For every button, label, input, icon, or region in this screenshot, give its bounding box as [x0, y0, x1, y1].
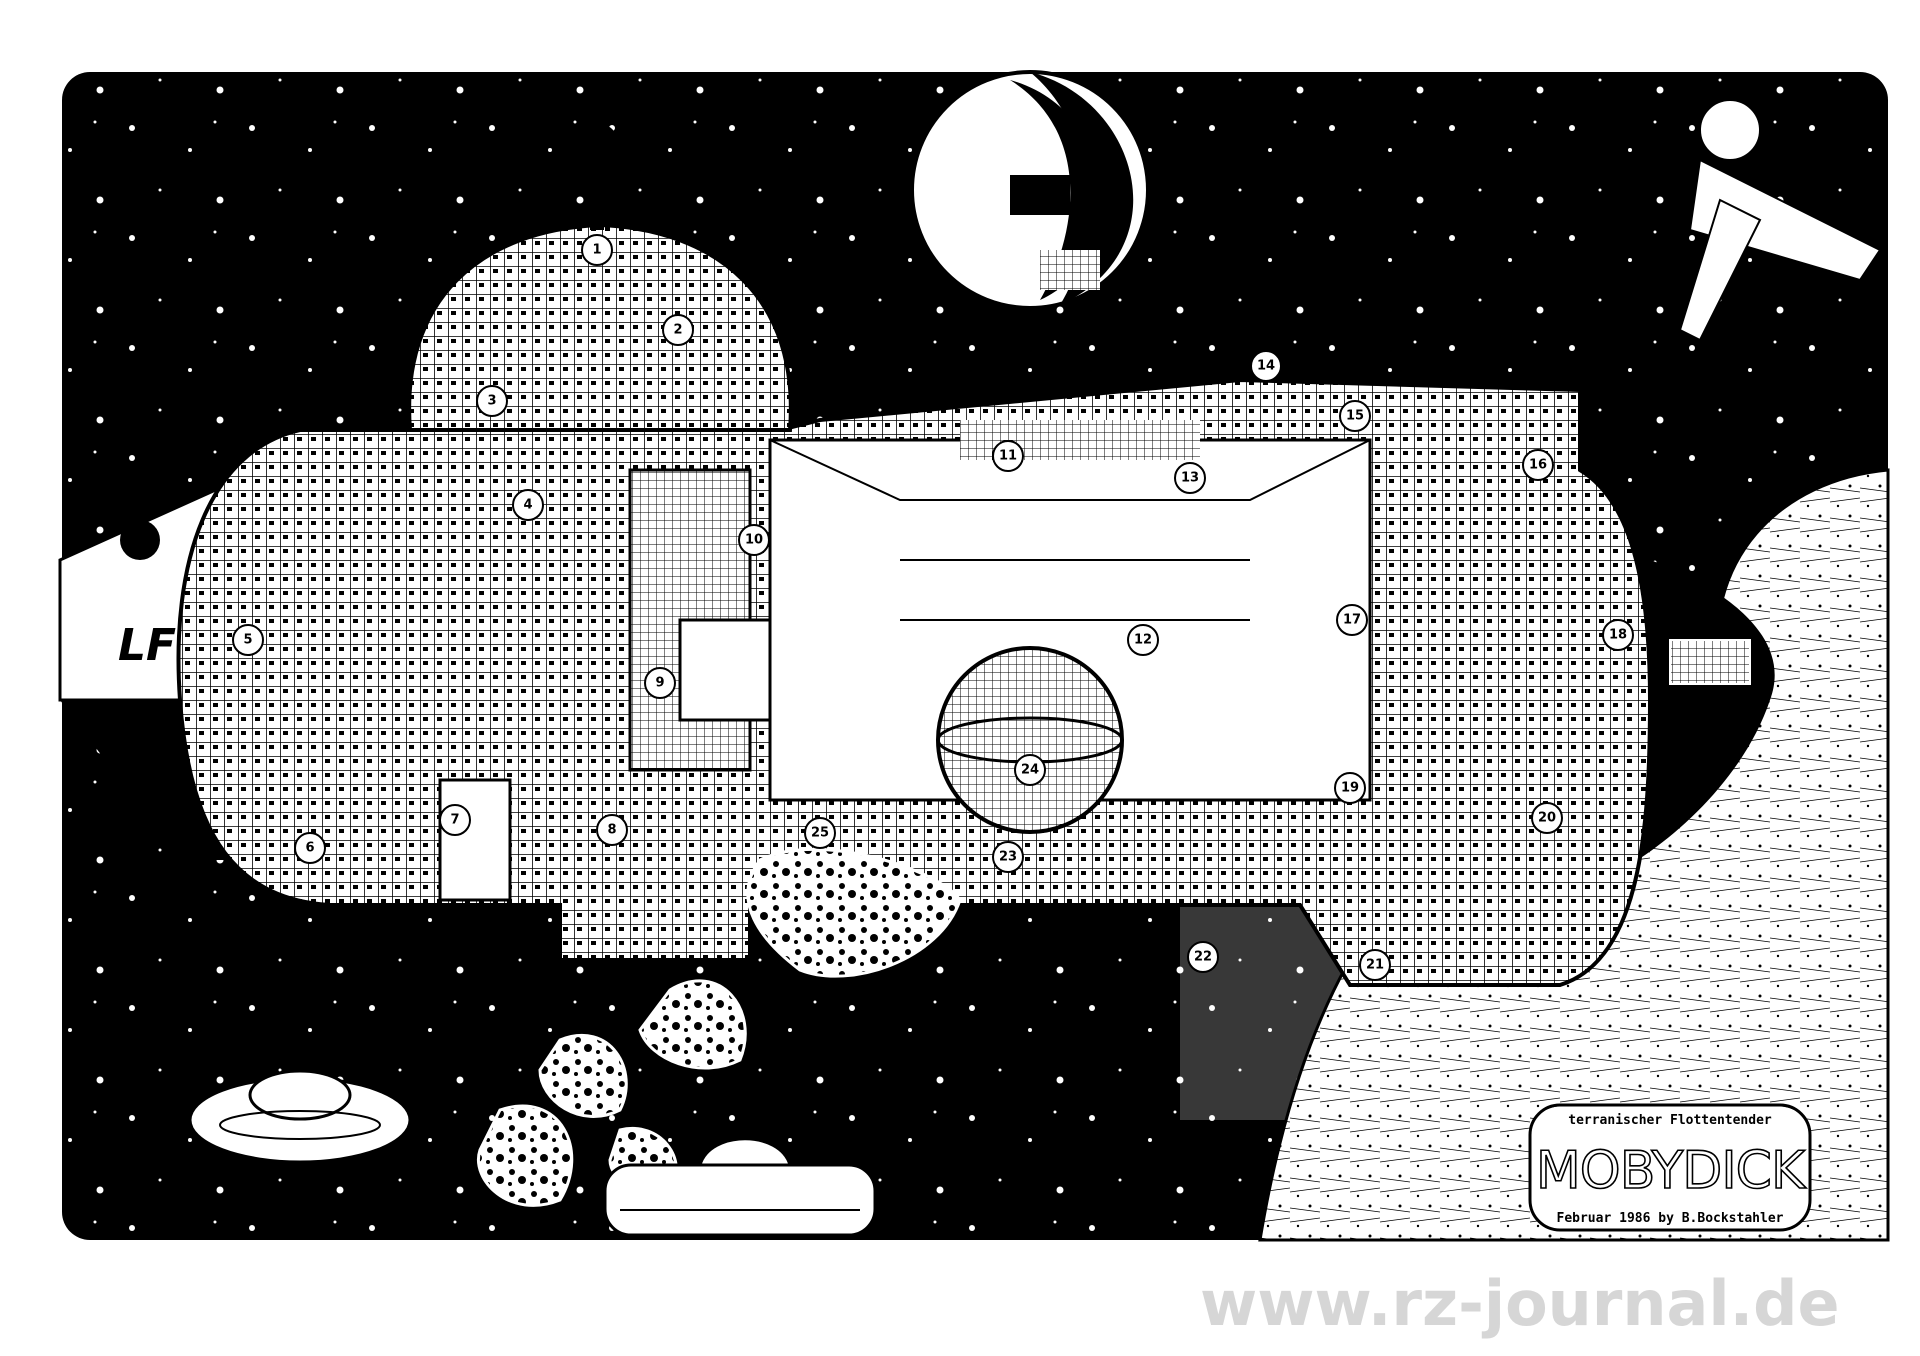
marker-number: 20 — [1538, 811, 1556, 826]
marker-number: 24 — [1021, 763, 1039, 778]
marker-number: 12 — [1134, 633, 1152, 648]
marker-6: 6 — [294, 832, 326, 864]
marker-16: 16 — [1522, 449, 1554, 481]
title-panel: terranischer Flottentender MOBYDICK Febr… — [1528, 1103, 1812, 1232]
marker-number: 16 — [1529, 458, 1547, 473]
marker-13: 13 — [1174, 462, 1206, 494]
asteroids — [477, 847, 962, 1207]
marker-11: 11 — [992, 440, 1024, 472]
marker-10: 10 — [738, 524, 770, 556]
lander-sphere — [936, 646, 1124, 834]
marker-24: 24 — [1014, 754, 1046, 786]
marker-number: 22 — [1194, 950, 1212, 965]
marker-number: 4 — [523, 498, 532, 513]
marker-circle — [1014, 754, 1046, 786]
marker-number: 10 — [745, 533, 763, 548]
marker-circle — [644, 667, 676, 699]
marker-circle — [1359, 949, 1391, 981]
marker-number: 23 — [999, 850, 1017, 865]
marker-circle — [1250, 350, 1282, 382]
marker-number: 13 — [1181, 471, 1199, 486]
marker-3: 3 — [476, 385, 508, 417]
marker-25: 25 — [804, 817, 836, 849]
marker-circle — [1522, 449, 1554, 481]
marker-7: 7 — [439, 804, 471, 836]
marker-20: 20 — [1531, 802, 1563, 834]
marker-circle — [476, 385, 508, 417]
marker-9: 9 — [644, 667, 676, 699]
marker-number: 14 — [1257, 359, 1275, 374]
marker-number: 5 — [243, 633, 252, 648]
marker-23: 23 — [992, 841, 1024, 873]
marker-number: 8 — [607, 823, 616, 838]
marker-number: 21 — [1366, 958, 1384, 973]
marker-number: 18 — [1609, 628, 1627, 643]
marker-15: 15 — [1339, 400, 1371, 432]
marker-4: 4 — [512, 489, 544, 521]
marker-number: 11 — [999, 449, 1017, 464]
shuttle-craft — [603, 1137, 877, 1237]
marker-19: 19 — [1334, 772, 1366, 804]
marker-22: 22 — [1187, 941, 1219, 973]
marker-12: 12 — [1127, 624, 1159, 656]
marker-5: 5 — [232, 624, 264, 656]
marker-circle — [804, 817, 836, 849]
marker-14: 14 — [1250, 350, 1282, 382]
fighter-craft — [1678, 99, 1882, 342]
watermark-text: www.rz-journal.de — [1200, 1267, 1840, 1340]
marker-circle — [662, 314, 694, 346]
marker-number: 1 — [592, 243, 601, 258]
marker-number: 7 — [450, 813, 459, 828]
hull-marking: LF — [118, 620, 176, 671]
saucer-craft — [188, 1069, 412, 1164]
marker-circle — [1127, 624, 1159, 656]
reference-markers: 1 2 3 4 5 6 7 8 9 10 11 12 13 14 15 16 1… — [232, 234, 1634, 981]
marker-number: 15 — [1346, 409, 1364, 424]
marker-circle — [512, 489, 544, 521]
marker-circle — [1531, 802, 1563, 834]
marker-number: 19 — [1341, 781, 1359, 796]
marker-1: 1 — [581, 234, 613, 266]
marker-number: 6 — [305, 841, 314, 856]
marker-circle — [1187, 941, 1219, 973]
panel-title: MOBYDICK — [1536, 1141, 1807, 1201]
marker-2: 2 — [662, 314, 694, 346]
marker-number: 25 — [811, 826, 829, 841]
marker-number: 3 — [487, 394, 496, 409]
marker-circle — [1602, 619, 1634, 651]
marker-number: 9 — [655, 676, 664, 691]
marker-circle — [992, 841, 1024, 873]
panel-credit: Februar 1986 by B.Bockstahler — [1557, 1211, 1784, 1226]
marker-circle — [1336, 604, 1368, 636]
marker-21: 21 — [1359, 949, 1391, 981]
marker-circle — [1174, 462, 1206, 494]
marker-circle — [1334, 772, 1366, 804]
marker-number: 2 — [673, 323, 682, 338]
marker-circle — [596, 814, 628, 846]
marker-circle — [581, 234, 613, 266]
panel-subtitle: terranischer Flottentender — [1568, 1113, 1772, 1128]
marker-circle — [738, 524, 770, 556]
marker-8: 8 — [596, 814, 628, 846]
marker-circle — [439, 804, 471, 836]
marker-circle — [232, 624, 264, 656]
marker-17: 17 — [1336, 604, 1368, 636]
marker-circle — [294, 832, 326, 864]
marker-circle — [1339, 400, 1371, 432]
marker-circle — [992, 440, 1024, 472]
marker-18: 18 — [1602, 619, 1634, 651]
marker-number: 17 — [1343, 613, 1361, 628]
sphere-ship — [910, 70, 1150, 310]
